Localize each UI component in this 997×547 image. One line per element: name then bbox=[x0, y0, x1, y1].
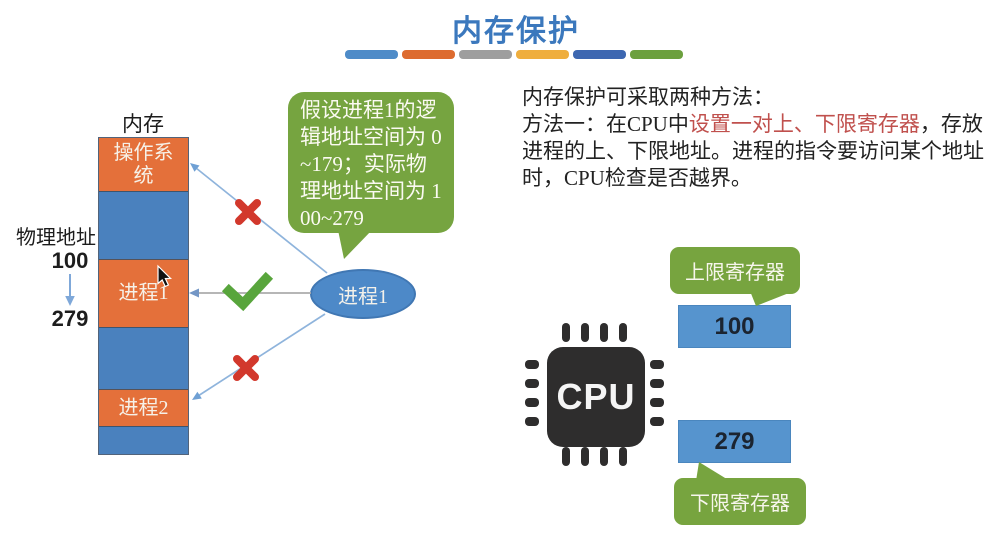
start-address: 100 bbox=[51, 248, 89, 273]
cross-icon bbox=[233, 355, 259, 381]
accent-bar-2 bbox=[402, 50, 455, 59]
method-text: 内存保护可采取两种方法： 方法一：在CPU中设置一对上、下限寄存器，存放 进程的… bbox=[522, 84, 994, 192]
cpu-pin bbox=[581, 447, 589, 466]
cpu-pin bbox=[525, 417, 539, 426]
lower-register-tag: 下限寄存器 bbox=[674, 478, 806, 525]
method-line-4: 时，CPU检查是否越界。 bbox=[522, 166, 752, 190]
lower-register-value: 279 bbox=[714, 427, 755, 455]
accent-bar-4 bbox=[516, 50, 569, 59]
method-line-2: 方法一：在CPU中设置一对上、下限寄存器，存放 bbox=[522, 111, 994, 138]
memory-column: 操作系统 进程1 进程2 bbox=[98, 137, 189, 455]
lower-register-tag-text: 下限寄存器 bbox=[690, 493, 790, 515]
callout-text: 假设进程1的逻辑地址空间为 0~179；实际物理地址空间为 100~279 bbox=[300, 98, 442, 230]
physical-address-label: 物理地址 bbox=[16, 227, 96, 249]
cpu-chip-icon: CPU bbox=[523, 320, 666, 466]
arrow-to-process2 bbox=[192, 313, 326, 400]
callout-bubble: 假设进程1的逻辑地址空间为 0~179；实际物理地址空间为 100~279 bbox=[288, 92, 454, 233]
cross-icon bbox=[235, 199, 261, 225]
cpu-pin bbox=[525, 379, 539, 388]
page-title: 内存保护 bbox=[452, 15, 580, 48]
upper-register-tag-text: 上限寄存器 bbox=[685, 262, 785, 284]
process1-ellipse: 进程1 bbox=[310, 269, 416, 319]
accent-bar-5 bbox=[573, 50, 626, 59]
cpu-body: CPU bbox=[547, 347, 645, 447]
cpu-pin bbox=[525, 360, 539, 369]
method-line-1: 内存保护可采取两种方法： bbox=[522, 85, 774, 109]
accent-bar-row bbox=[345, 50, 683, 59]
cpu-pin bbox=[619, 447, 627, 466]
memory-title: 内存 bbox=[122, 112, 164, 136]
upper-register-value: 100 bbox=[714, 312, 755, 340]
method-line2-prefix: 方法一：在CPU中 bbox=[522, 112, 689, 136]
check-icon bbox=[221, 271, 274, 312]
callout-tail bbox=[338, 230, 372, 259]
method-highlight: 设置一对上、下限寄存器 bbox=[688, 112, 920, 136]
memory-block-free-1 bbox=[99, 191, 188, 259]
cpu-pin bbox=[581, 323, 589, 342]
method-line2-suffix: ，存放 bbox=[919, 112, 983, 136]
accent-bar-3 bbox=[459, 50, 512, 59]
cpu-pin bbox=[650, 360, 664, 369]
cpu-pin bbox=[562, 323, 570, 342]
cpu-pin bbox=[600, 323, 608, 342]
cpu-pin bbox=[525, 398, 539, 407]
cpu-pin bbox=[650, 398, 664, 407]
cpu-pin bbox=[619, 323, 627, 342]
memory-block-free-2 bbox=[99, 327, 188, 389]
memory-block-process2: 进程2 bbox=[99, 389, 188, 426]
cpu-label: CPU bbox=[556, 376, 636, 417]
memory-block-os: 操作系统 bbox=[99, 138, 188, 191]
accent-bar-1 bbox=[345, 50, 398, 59]
memory-block-process1: 进程1 bbox=[99, 259, 188, 327]
cpu-pin bbox=[650, 417, 664, 426]
cpu-pin bbox=[562, 447, 570, 466]
arrow-to-process1 bbox=[189, 288, 311, 298]
cpu-pin bbox=[600, 447, 608, 466]
cpu-pin bbox=[650, 379, 664, 388]
memory-block-free-3 bbox=[99, 426, 188, 454]
upper-register-tag: 上限寄存器 bbox=[670, 247, 800, 294]
method-line-3: 进程的上、下限地址。进程的指令要访问某个地址 bbox=[522, 139, 984, 163]
lower-register-value-box: 279 bbox=[678, 420, 791, 463]
process1-label: 进程1 bbox=[338, 285, 388, 308]
upper-register-value-box: 100 bbox=[678, 305, 791, 348]
down-arrow-icon bbox=[65, 274, 75, 306]
accent-bar-6 bbox=[630, 50, 683, 59]
end-address: 279 bbox=[51, 306, 89, 331]
